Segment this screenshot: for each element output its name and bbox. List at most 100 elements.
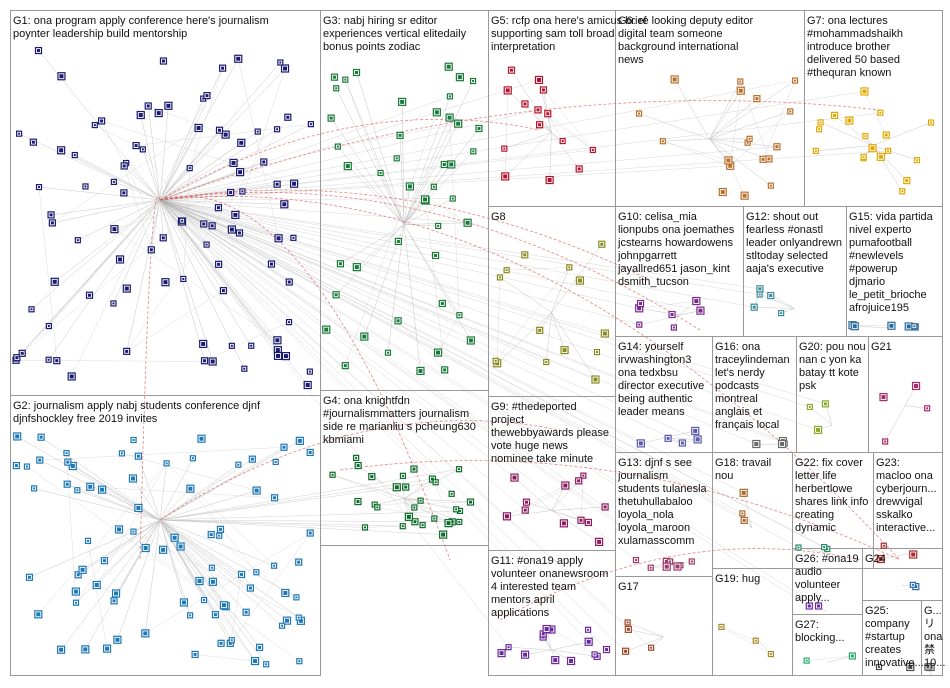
node-fill-g21: [914, 383, 919, 388]
node-fill-g4: [376, 506, 379, 509]
node-fill-g3: [332, 75, 336, 79]
intra-edge: [551, 267, 570, 313]
intra-edge: [332, 474, 405, 499]
node-fill-g15: [852, 324, 857, 329]
node-fill-g1: [49, 213, 53, 217]
group-label-line: dsmith_tucson: [618, 276, 689, 288]
group-label-layer: G1: ona program apply conference here's …: [13, 15, 945, 669]
intra-edge: [357, 465, 405, 499]
cross-edge: [159, 199, 547, 363]
node-fill-g6: [638, 112, 641, 115]
intra-edge: [872, 145, 918, 161]
group-label-line: leader onlyandrewn: [746, 237, 842, 249]
node-layer: [12, 46, 935, 672]
node-fill-g18: [741, 490, 746, 495]
node-fill-g3: [448, 95, 451, 98]
node-fill-g1: [243, 367, 246, 370]
node-fill-g1: [146, 104, 150, 108]
intra-edge: [159, 519, 283, 626]
intra-edge: [340, 224, 405, 264]
cross-edge: [159, 199, 760, 290]
node-fill-g2: [258, 645, 262, 649]
intra-edge: [639, 300, 697, 309]
intra-edge: [403, 468, 460, 499]
cross-edge: [159, 199, 743, 514]
intra-edge: [51, 199, 161, 216]
intra-edge: [159, 162, 234, 201]
node-fill-g1: [238, 231, 242, 235]
cross-edge: [159, 199, 810, 607]
group-label-g1: G1: ona program apply conference here's …: [13, 15, 269, 40]
intra-edge: [159, 199, 224, 291]
group-label-g19: G19: hug: [715, 573, 760, 585]
node-fill-g20: [808, 405, 811, 408]
group-label-g4: G4: ona knightfdn#journalismmatters jour…: [323, 395, 476, 446]
intra-edge: [449, 117, 460, 316]
intra-edge: [709, 98, 758, 140]
group-label-line: loyola_maroon: [618, 522, 690, 534]
node-fill-g9: [586, 520, 590, 524]
node-fill-g3: [338, 262, 342, 266]
group-label-line: batay tt kote: [799, 367, 859, 379]
intra-edge: [337, 146, 405, 225]
intra-edge: [662, 138, 710, 142]
highlight-edge: [139, 195, 161, 561]
intra-edge: [60, 519, 161, 650]
intra-edge: [142, 149, 161, 201]
node-fill-g1: [221, 289, 225, 293]
cross-edge: [159, 199, 629, 630]
node-fill-g7: [905, 179, 909, 183]
node-fill-g2: [36, 612, 41, 617]
group-label-line: delivered 50 based: [807, 54, 900, 66]
node-fill-g14: [693, 428, 698, 433]
intra-edge: [159, 183, 278, 201]
intra-edge: [159, 458, 194, 521]
node-fill-g1: [286, 115, 290, 119]
node-fill-g1: [166, 103, 171, 108]
node-fill-g2: [87, 539, 90, 542]
intra-edge: [751, 632, 772, 655]
intra-edge: [551, 641, 589, 651]
intra-edge: [113, 519, 161, 601]
node-fill-g2: [83, 647, 88, 652]
cross-edge: [159, 79, 540, 201]
node-fill-g2: [181, 600, 186, 605]
cross-edge: [159, 199, 745, 521]
node-fill-g1: [196, 125, 201, 130]
intra-edge: [740, 81, 770, 159]
intra-edge: [403, 151, 474, 225]
node-fill-g6: [767, 157, 771, 161]
node-fill-g2: [178, 544, 183, 549]
intra-edge: [101, 120, 295, 184]
intra-edge: [551, 629, 595, 655]
node-fill-g3: [477, 127, 481, 131]
node-fill-g4: [450, 492, 453, 495]
intra-edge: [403, 164, 452, 225]
group-label-line: G7: ona lectures: [807, 15, 888, 27]
intra-edge: [26, 466, 300, 662]
intra-edge: [38, 186, 161, 201]
node-fill-g2: [189, 614, 192, 617]
node-fill-g11: [499, 651, 504, 656]
node-fill-g1: [210, 224, 214, 228]
node-fill-g2: [218, 534, 221, 537]
intra-edge: [159, 519, 205, 601]
intra-edge: [159, 128, 198, 201]
node-fill-g1: [122, 191, 126, 195]
group-label-line: psk: [799, 380, 817, 392]
node-fill-g13: [634, 559, 637, 562]
node-fill-g4: [458, 509, 461, 512]
intra-edge: [115, 519, 161, 594]
intra-edge: [709, 138, 777, 148]
intra-edge: [403, 164, 445, 225]
node-fill-g7: [819, 121, 822, 124]
cross-edge: [159, 519, 366, 528]
intra-edge: [499, 277, 552, 313]
node-fill-g4: [356, 464, 360, 468]
intra-edge: [820, 122, 874, 146]
intra-edge: [159, 519, 299, 618]
node-fill-g1: [93, 124, 96, 127]
